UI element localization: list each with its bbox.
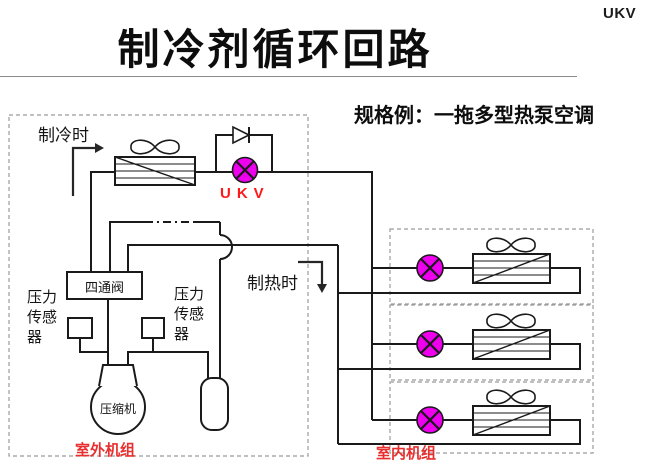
spec-subtitle: 规格例：一拖多型热泵空调	[354, 105, 594, 127]
pipe-crossover-hop	[219, 234, 233, 260]
indoor-expansion-valve-icon	[416, 406, 444, 434]
four-way-valve-box	[66, 271, 143, 300]
pressure-sensor-right-label: 压力传感器	[174, 286, 205, 343]
indoor-expansion-valve-icon	[416, 254, 444, 282]
indoor-unit-1	[416, 237, 551, 284]
pressure-sensor-right-icon	[141, 317, 165, 339]
indoor-unit-label: 室内机组	[376, 445, 437, 462]
outdoor-heat-exchanger-icon	[114, 156, 196, 186]
outdoor-fan-icon	[130, 139, 180, 155]
four-way-valve-label: 四通阀	[84, 280, 124, 295]
indoor-unit-box-3	[389, 381, 594, 454]
heating-flow-arrow	[298, 260, 327, 293]
pipes	[79, 134, 581, 445]
indoor-unit-2	[416, 313, 551, 360]
indoor-unit-3	[416, 389, 551, 436]
title-divider	[0, 76, 577, 77]
pipe-fourway-up	[109, 221, 145, 272]
indoor-heat-exchanger-icon	[472, 253, 551, 284]
check-valve-icon	[232, 125, 251, 145]
indoor-heat-exchanger-icon	[472, 329, 551, 360]
ukv-valve-icon	[231, 156, 259, 184]
ukv-valve-label: UKV	[220, 185, 270, 202]
pipe-compressor-suction	[127, 351, 209, 378]
pipe-main-supply	[90, 171, 373, 420]
slide-title: 制冷剂循环回路	[117, 28, 433, 74]
pressure-sensor-left-label: 压力传感器	[27, 289, 58, 346]
indoor-fan-icon	[486, 313, 536, 329]
indoor-unit-box-1	[389, 228, 594, 305]
heating-mode-label: 制热时	[247, 274, 298, 293]
compressor-label: 压缩机	[99, 402, 136, 416]
indoor-heat-exchanger-icon	[472, 405, 551, 436]
indoor-fan-icon	[486, 237, 536, 253]
indoor-fan-icon	[486, 389, 536, 405]
pipe-sensor-left-tap	[79, 338, 108, 353]
cooling-mode-label: 制冷时	[38, 126, 89, 145]
compressor-icon	[90, 364, 146, 435]
indoor-expansion-valve-icon	[416, 330, 444, 358]
outdoor-unit-label: 室外机组	[75, 442, 136, 459]
pipe-to-accumulator-top	[195, 221, 221, 235]
accumulator-icon	[200, 377, 229, 431]
product-code: UKV	[603, 5, 637, 22]
cooling-flow-arrow	[71, 143, 104, 196]
pipe-fourway-to-indoor	[127, 244, 338, 272]
indoor-unit-box-2	[389, 304, 594, 381]
pressure-sensor-left-icon	[67, 317, 93, 339]
outdoor-unit-box	[8, 114, 309, 457]
